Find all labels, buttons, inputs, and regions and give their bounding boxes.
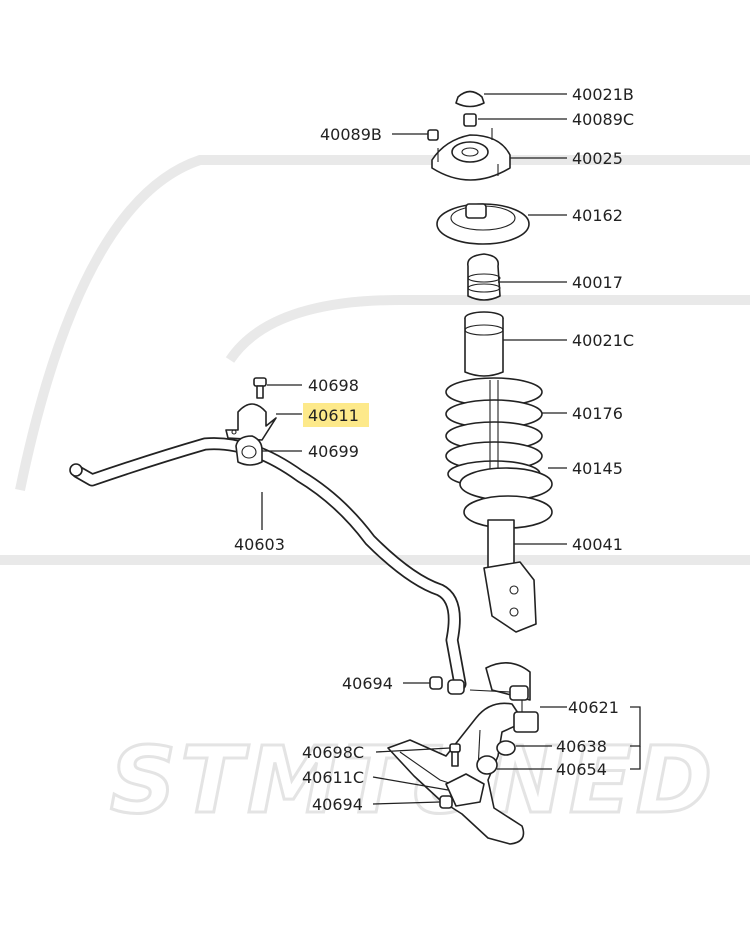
part-40089B-shape (427, 129, 439, 141)
part-40089C-shape (463, 113, 477, 127)
label-40025: 40025 (572, 149, 623, 168)
part-40638-shape (496, 740, 516, 756)
label-40041: 40041 (572, 535, 623, 554)
part-40694a-shape (429, 676, 443, 690)
part-40145-shape (459, 467, 553, 501)
label-40145: 40145 (572, 459, 623, 478)
stabilizer-link-shape (447, 662, 531, 701)
part-40611C-shape (445, 773, 485, 807)
highlight-40611 (303, 403, 369, 427)
label-40638: 40638 (556, 737, 607, 756)
part-40694b-shape (439, 795, 453, 809)
label-40021B: 40021B (572, 85, 634, 104)
label-40694-lower: 40694 (312, 795, 363, 814)
label-40698C: 40698C (302, 743, 364, 762)
part-40021C-shape (464, 311, 504, 377)
leader-lines (261, 93, 641, 805)
label-40603: 40603 (234, 535, 285, 554)
part-40176-shape (445, 377, 543, 488)
label-40611C: 40611C (302, 768, 364, 787)
part-40017-shape (467, 253, 501, 301)
label-40021C: 40021C (572, 331, 634, 350)
part-40611-shape (225, 403, 277, 441)
part-labels: 40021B 40089C 40089B 40025 40162 40017 4… (234, 85, 634, 814)
part-40698C-shape (449, 743, 461, 767)
part-40654-shape (476, 755, 498, 775)
part-40021B-shape (455, 90, 485, 108)
label-40698: 40698 (308, 376, 359, 395)
part-40162-shape (436, 203, 530, 245)
part-40698-shape (253, 377, 267, 399)
label-40089C: 40089C (572, 110, 634, 129)
part-40025-shape (431, 128, 511, 181)
part-40041-shape (463, 495, 553, 633)
label-40621: 40621 (568, 698, 619, 717)
label-40162: 40162 (572, 206, 623, 225)
label-40089B: 40089B (320, 125, 382, 144)
part-40621-shape (513, 700, 539, 733)
label-40694-upper: 40694 (342, 674, 393, 693)
label-40699: 40699 (308, 442, 359, 461)
part-40603-shape (69, 437, 467, 691)
part-40699-shape (235, 435, 263, 466)
label-40654: 40654 (556, 760, 607, 779)
label-40611: 40611 (308, 406, 359, 425)
label-40017: 40017 (572, 273, 623, 292)
watermark: STMTUNED (0, 155, 750, 836)
label-40176: 40176 (572, 404, 623, 423)
